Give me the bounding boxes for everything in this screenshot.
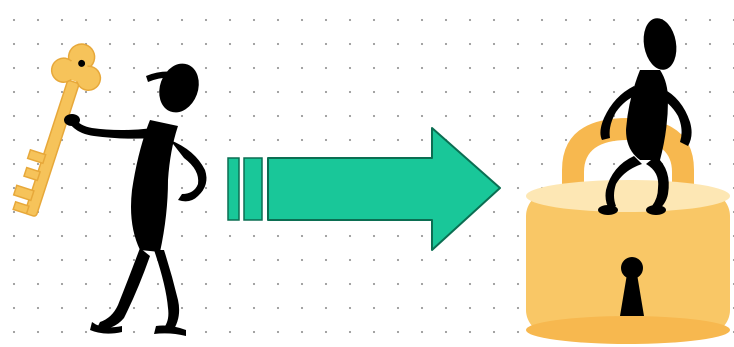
right-arrow-icon xyxy=(228,128,500,250)
person-with-key-icon xyxy=(64,58,206,336)
padlock-icon xyxy=(526,118,730,344)
